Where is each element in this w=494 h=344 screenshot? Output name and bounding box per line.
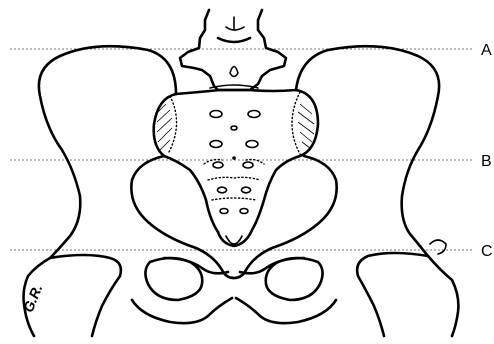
sacral-auricular-hatching-right [298, 104, 314, 148]
level-label-a: A [481, 42, 492, 59]
level-label-b: B [481, 153, 492, 170]
coccyx [226, 236, 242, 244]
sacral-foramina [204, 111, 264, 214]
level-label-c: C [481, 243, 493, 260]
sacrum [154, 90, 318, 246]
lumbar-vertebra [180, 10, 286, 90]
sacral-auricular-hatching-left [157, 104, 172, 150]
